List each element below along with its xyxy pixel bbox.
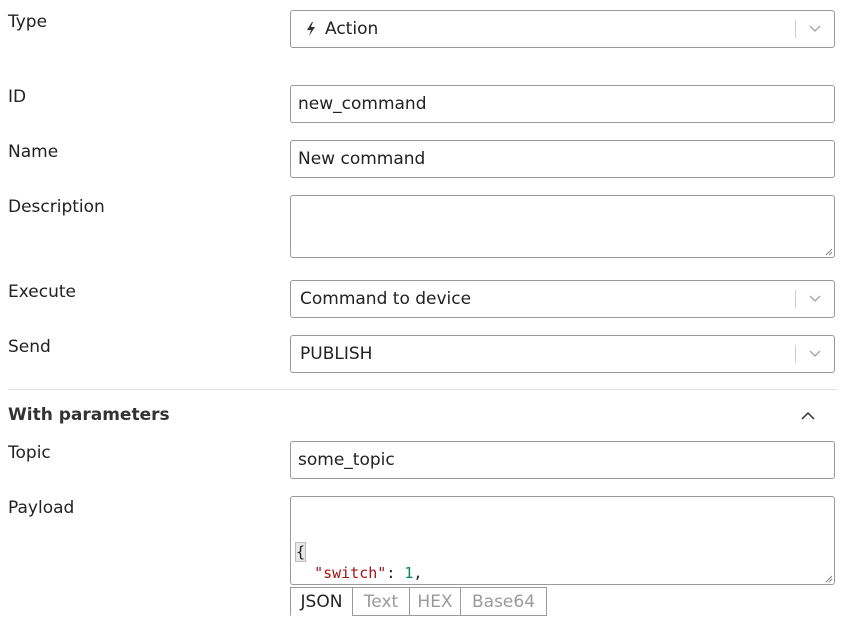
tab-json[interactable]: JSON xyxy=(290,587,353,616)
execute-label: Execute xyxy=(8,282,76,302)
type-select[interactable]: Action xyxy=(290,10,835,48)
description-label: Description xyxy=(8,197,105,217)
resize-handle-icon[interactable] xyxy=(825,248,833,256)
execute-select[interactable]: Command to device xyxy=(290,280,835,318)
send-select-value: PUBLISH xyxy=(300,344,373,364)
name-label: Name xyxy=(8,142,59,162)
send-label: Send xyxy=(8,337,51,357)
code-token: { xyxy=(294,542,307,562)
topic-input[interactable]: some_topic xyxy=(290,441,835,479)
code-line: "switch": 1, xyxy=(296,563,829,584)
code-token: , xyxy=(413,564,423,582)
tab-hex[interactable]: HEX xyxy=(409,587,461,616)
section-divider xyxy=(8,389,837,390)
chevron-down-icon[interactable] xyxy=(796,25,834,33)
id-input[interactable]: new_command xyxy=(290,85,835,123)
payload-editor[interactable]: { "switch": 1, "state": "{{state_param}}… xyxy=(290,496,835,585)
name-input[interactable]: New command xyxy=(290,140,835,178)
chevron-up-icon[interactable] xyxy=(798,406,818,424)
id-label: ID xyxy=(8,87,27,107)
type-label: Type xyxy=(8,12,48,32)
code-token xyxy=(296,564,314,582)
select-separator xyxy=(795,290,796,308)
code-line: { xyxy=(294,542,829,563)
code-line: "state": "{{state_param}}" xyxy=(296,584,829,585)
send-select[interactable]: PUBLISH xyxy=(290,335,835,373)
code-token: 1 xyxy=(404,564,414,582)
code-token: : xyxy=(386,564,405,582)
description-textarea[interactable] xyxy=(290,195,835,258)
parameters-section-title: With parameters xyxy=(8,405,170,425)
select-separator xyxy=(795,20,796,38)
resize-handle-icon[interactable] xyxy=(825,575,833,583)
chevron-down-icon[interactable] xyxy=(796,295,834,303)
tab-text[interactable]: Text xyxy=(352,587,410,616)
tab-base64[interactable]: Base64 xyxy=(460,587,547,616)
chevron-down-icon[interactable] xyxy=(796,350,834,358)
topic-label: Topic xyxy=(8,443,51,463)
payload-label: Payload xyxy=(8,498,75,518)
type-select-value: Action xyxy=(325,19,379,39)
select-separator xyxy=(795,345,796,363)
execute-select-value: Command to device xyxy=(300,289,472,309)
code-token: "switch" xyxy=(314,564,387,582)
lightning-icon xyxy=(306,22,316,36)
